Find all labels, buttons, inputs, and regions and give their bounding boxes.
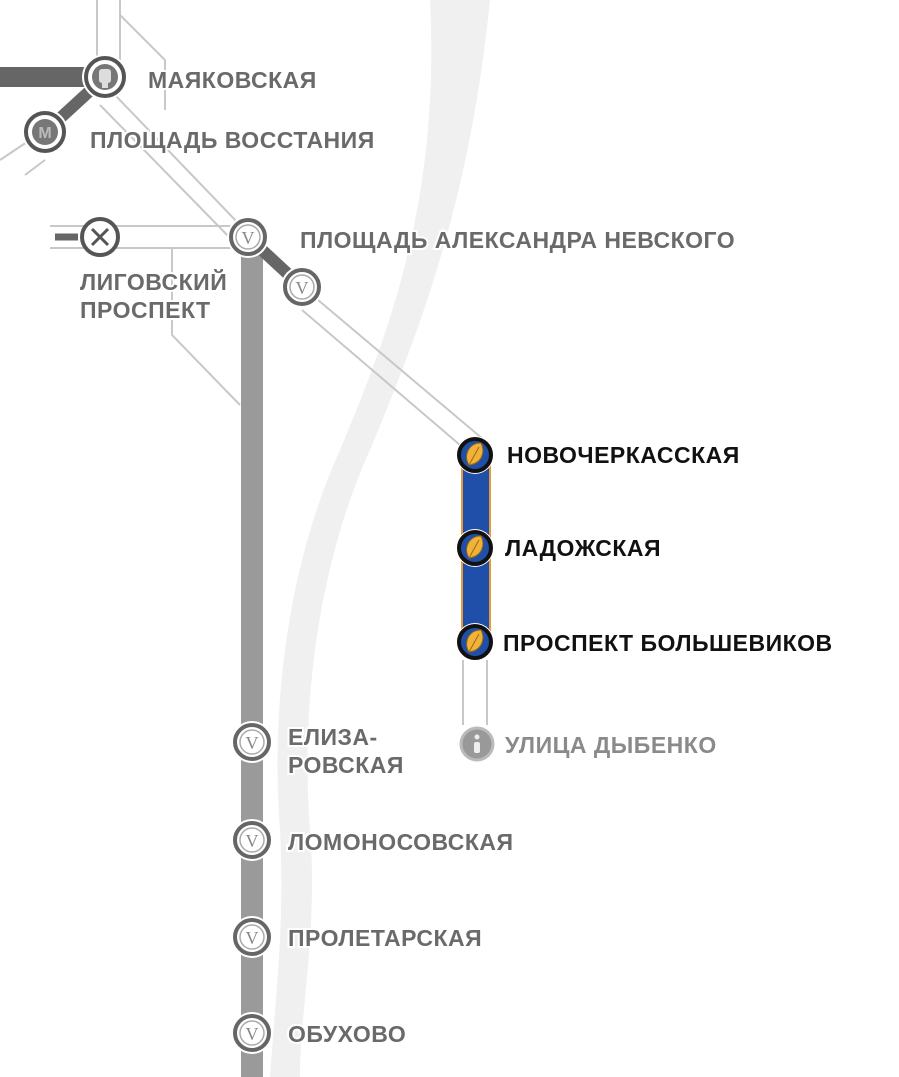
- station-label[interactable]: МАЯКОВСКАЯ: [146, 65, 318, 95]
- station-label[interactable]: ЛАДОЖСКАЯ: [505, 535, 661, 561]
- station-label[interactable]: ПРОСПЕКТ: [78, 295, 212, 325]
- station-label[interactable]: ЛОМОНОСОВСКАЯ: [286, 827, 515, 857]
- v-icon: V: [246, 1024, 259, 1044]
- info-icon: [474, 734, 480, 753]
- station-ulitsa-dybenko[interactable]: [457, 724, 497, 764]
- station-lomonosovskaya[interactable]: V: [229, 817, 275, 863]
- leaf-icon: [454, 434, 496, 476]
- station-ploshchad-aleksandra-nevskogo[interactable]: V: [225, 214, 271, 260]
- station-novocherkasskaya[interactable]: [454, 434, 496, 476]
- leaf-icon: [454, 527, 496, 569]
- station-label[interactable]: ЛИГОВСКИЙ: [78, 266, 229, 297]
- station-label[interactable]: НОВОЧЕРКАССКАЯ: [507, 442, 740, 468]
- station-mayakovskaya[interactable]: [82, 54, 128, 100]
- station-proletarskaya[interactable]: V: [229, 914, 275, 960]
- station-label[interactable]: ЕЛИЗА-: [286, 722, 379, 752]
- station-ligovsky-prospekt[interactable]: [80, 217, 120, 257]
- station-label[interactable]: РОВСКАЯ: [286, 750, 405, 780]
- station-label[interactable]: ПЛОЩАДЬ АЛЕКСАНДРА НЕВСКОГО: [298, 225, 737, 255]
- river: [270, 0, 490, 1077]
- station-label[interactable]: ПРОСПЕКТ БОЛЬШЕВИКОВ: [503, 630, 833, 656]
- fist-icon: [99, 69, 111, 88]
- station-ploshchad-aleksandra-nevskogo-2[interactable]: V: [279, 264, 325, 310]
- v-icon: V: [296, 278, 309, 298]
- inactive-tracks: [0, 0, 491, 725]
- v-icon: V: [242, 228, 255, 248]
- v-icon: V: [246, 831, 259, 851]
- station-label[interactable]: УЛИЦА ДЫБЕНКО: [505, 732, 717, 758]
- station-label[interactable]: ПРОЛЕТАРСКАЯ: [286, 923, 484, 953]
- v-icon: V: [246, 733, 259, 753]
- station-label[interactable]: ОБУХОВО: [286, 1019, 408, 1049]
- v-icon: V: [246, 928, 259, 948]
- station-ploshchad-vosstaniya[interactable]: M: [22, 109, 68, 155]
- station-obukhovo[interactable]: V: [229, 1010, 275, 1056]
- station-ladozhskaya[interactable]: [454, 527, 496, 569]
- station-label[interactable]: ПЛОЩАДЬ ВОССТАНИЯ: [88, 125, 376, 155]
- metro-m-icon: M: [38, 125, 51, 142]
- station-prospekt-bolshevikov[interactable]: [454, 621, 496, 663]
- closed-x-icon: [90, 227, 110, 247]
- station-elizarovskaya[interactable]: V: [229, 719, 275, 765]
- leaf-icon: [454, 621, 496, 663]
